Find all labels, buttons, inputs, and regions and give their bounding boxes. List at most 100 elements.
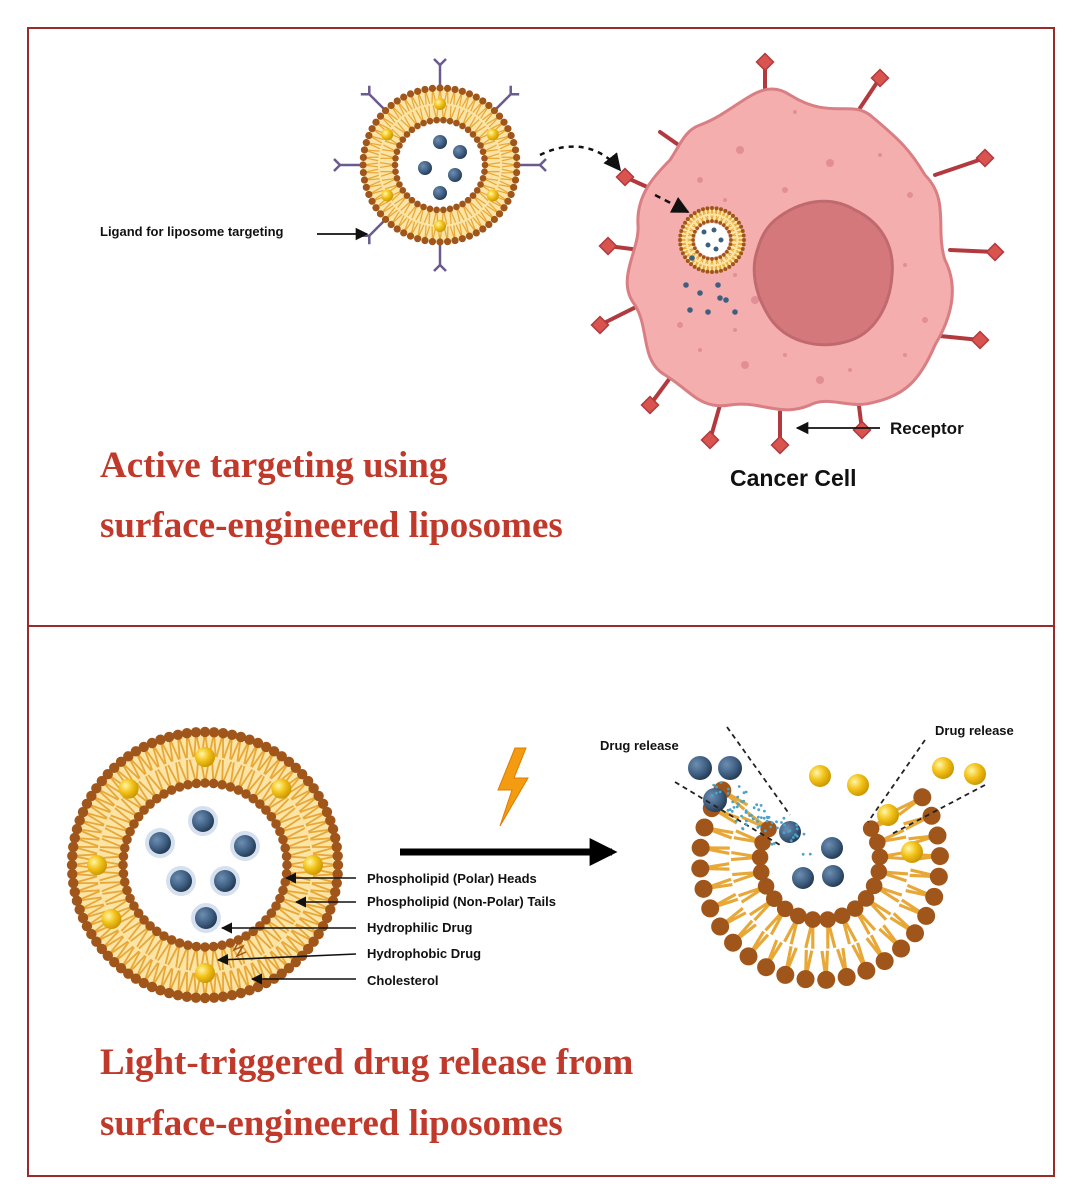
bottom-title-line1: Light-triggered drug release from	[100, 1042, 633, 1083]
receptor-head	[640, 395, 660, 415]
ruptured-liposome	[688, 756, 986, 989]
cholesterol	[271, 778, 292, 799]
cholesterol	[486, 128, 499, 141]
hydrophilic-drug	[821, 837, 843, 859]
drug-dot	[701, 229, 707, 235]
drug-dot	[705, 309, 711, 315]
receptor-head	[700, 430, 720, 450]
hydrophilic-drug	[149, 832, 171, 854]
label-cholesterol: Cholesterol	[367, 973, 439, 988]
released-cholesterol	[964, 763, 986, 785]
hydrophilic-drug	[170, 870, 192, 892]
cholesterol	[303, 855, 323, 875]
receptor-head	[615, 167, 635, 187]
drug-dot	[711, 227, 717, 233]
released-drug	[703, 788, 727, 812]
label-hydrophobic-drug: Hydrophobic Drug	[367, 946, 481, 961]
top-title-line2: surface-engineered liposomes	[100, 505, 563, 546]
lipid-heads	[359, 84, 521, 246]
lightning-bolt-icon	[497, 747, 529, 827]
cholesterol	[381, 128, 394, 141]
cholesterol	[118, 778, 139, 799]
cholesterol	[195, 747, 215, 767]
receptor-head	[852, 420, 872, 440]
receptor-head	[975, 148, 995, 168]
hydrophilic-drug	[418, 161, 432, 175]
targeting-path-arrow	[539, 145, 622, 172]
drug-dot	[713, 246, 719, 252]
drug-dot	[715, 282, 721, 288]
receptor-head	[755, 52, 775, 72]
receptor-stalk	[933, 156, 987, 177]
hydrophilic-drug	[453, 145, 467, 159]
receptor-stalk	[598, 303, 642, 327]
receptor-head	[598, 236, 618, 256]
drug-dot	[697, 290, 703, 296]
released-drug	[688, 756, 712, 780]
cancer-cell-label: Cancer Cell	[730, 465, 857, 491]
cholesterol	[877, 804, 899, 826]
drug-release-label-left: Drug release	[600, 738, 679, 753]
lipid-heads	[66, 726, 344, 1004]
cholesterol	[486, 189, 499, 202]
hydrophilic-drug	[192, 810, 214, 832]
drug-dot	[689, 255, 695, 261]
cholesterol	[901, 841, 923, 863]
drug-dot	[717, 295, 723, 301]
hydrophilic-drug	[448, 168, 462, 182]
bottom-panel-frame	[27, 625, 1055, 1177]
receptor-head	[590, 315, 610, 335]
receptor-head	[770, 435, 790, 455]
receptor-head	[985, 242, 1005, 262]
lipid-heads	[691, 781, 949, 989]
top-title-line1: Active targeting using	[100, 445, 448, 486]
drug-dot	[705, 242, 711, 248]
label-nonpolar-tails: Phospholipid (Non-Polar) Tails	[367, 894, 556, 909]
intact-liposome	[66, 726, 344, 1004]
bilayer-band	[680, 208, 744, 272]
nucleus	[752, 199, 894, 347]
hydrophilic-drug	[214, 870, 236, 892]
drug-dot	[683, 282, 689, 288]
aqueous-core	[128, 788, 282, 942]
bottom-title-line2: surface-engineered liposomes	[100, 1103, 563, 1144]
drug-release-label-right: Drug release	[935, 723, 1014, 738]
receptor-label: Receptor	[890, 419, 964, 438]
cholesterol	[87, 855, 107, 875]
cholesterol	[381, 189, 394, 202]
hydrophilic-drug	[234, 835, 256, 857]
hydrophilic-drug	[433, 135, 447, 149]
label-polar-heads: Phospholipid (Polar) Heads	[367, 871, 537, 886]
hydrophobic-drug-zigzag	[231, 938, 247, 958]
label-arrows	[216, 872, 357, 985]
receptor-head	[970, 330, 990, 350]
drug-dot	[718, 237, 724, 243]
cholesterol	[434, 98, 446, 110]
aqueous-core	[695, 223, 729, 257]
drug-dot	[687, 307, 693, 313]
drug-dot	[732, 309, 738, 315]
released-drug	[718, 756, 742, 780]
hydrophilic-drug	[433, 186, 447, 200]
internalized-liposome	[678, 206, 746, 274]
released-cholesterol	[932, 757, 954, 779]
cholesterol	[809, 765, 831, 787]
hydrophilic-drug	[792, 867, 814, 889]
label-hydrophilic-drug: Hydrophilic Drug	[367, 920, 473, 935]
ligand-label: Ligand for liposome targeting	[100, 224, 284, 239]
hydrophilic-drug	[195, 907, 217, 929]
drug-spray-dots	[710, 781, 812, 856]
cholesterol	[101, 909, 122, 929]
cholesterol	[195, 963, 215, 983]
cholesterol	[434, 220, 446, 232]
drug-dot	[723, 297, 729, 303]
targeted-liposome	[333, 58, 547, 272]
receptor-head	[870, 68, 890, 88]
aqueous-core	[398, 123, 482, 207]
released-drug-dots	[683, 255, 738, 315]
cholesterol	[847, 774, 869, 796]
release-rays	[674, 726, 986, 846]
lipid-heads	[678, 206, 746, 274]
hydrophilic-drug	[822, 865, 844, 887]
